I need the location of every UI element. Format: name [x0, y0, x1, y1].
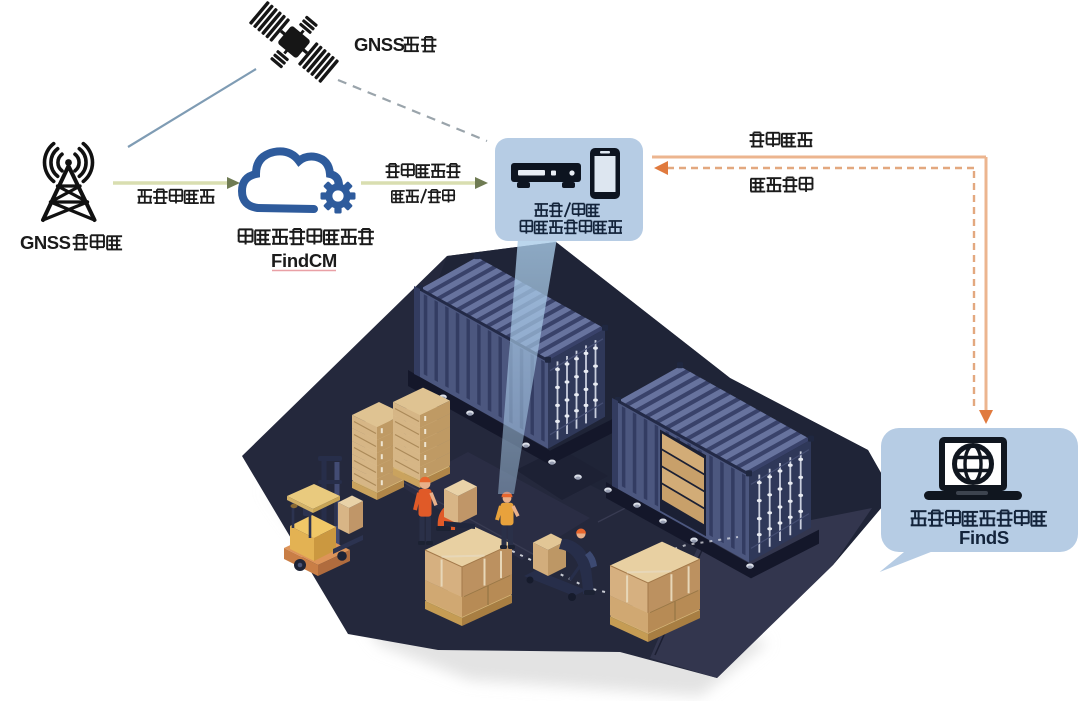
- svg-text:FindCM: FindCM: [271, 250, 337, 271]
- svg-text:FindS: FindS: [959, 527, 1009, 548]
- svg-text:GNSS: GNSS: [354, 34, 405, 55]
- svg-text:GNSS: GNSS: [20, 232, 71, 253]
